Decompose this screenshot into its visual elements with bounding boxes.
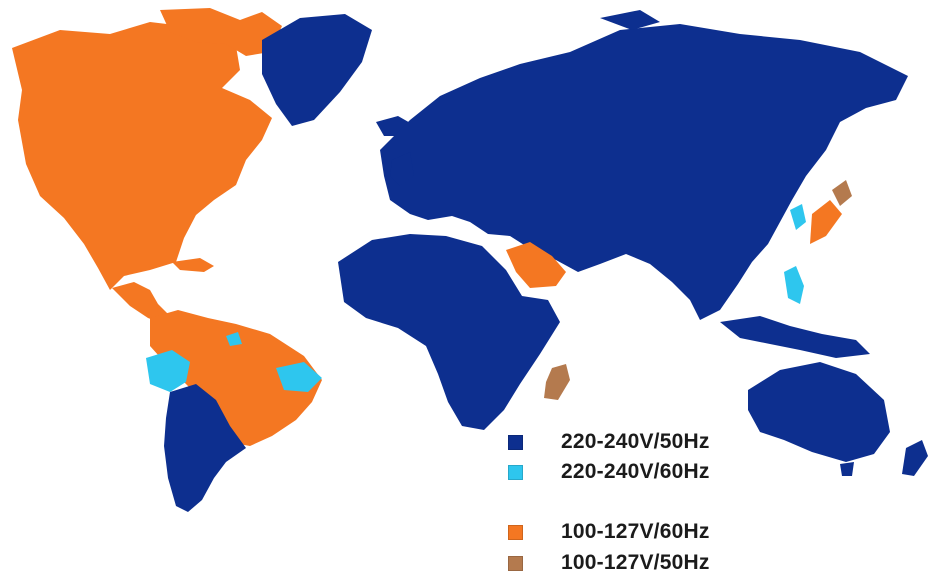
region-south-america-cyan-west <box>146 350 190 392</box>
region-tasmania <box>840 462 854 476</box>
legend-item: 220-240V/50Hz <box>508 427 710 457</box>
region-greenland <box>262 14 372 126</box>
region-south-america-north <box>150 310 322 446</box>
region-africa <box>338 234 560 430</box>
legend-label: 220-240V/50Hz <box>561 430 710 453</box>
region-south-america-cyan-east <box>276 362 322 392</box>
region-indonesia <box>720 316 870 358</box>
region-caribbean <box>172 258 214 272</box>
region-madagascar <box>544 364 570 400</box>
region-eurasia <box>380 24 908 320</box>
legend-swatch-icon <box>508 434 523 450</box>
legend-swatch-icon <box>508 555 523 571</box>
region-new-zealand <box>902 440 928 476</box>
region-south-america-cyan-north <box>226 332 242 346</box>
region-arctic-russia <box>600 10 660 30</box>
legend-item: 220-240V/60Hz <box>508 457 710 487</box>
legend-label: 100-127V/60Hz <box>561 520 710 543</box>
region-japan-north <box>832 180 852 206</box>
legend-label: 220-240V/60Hz <box>561 460 710 483</box>
region-north-america <box>12 22 272 290</box>
legend-swatch-icon <box>508 524 523 540</box>
legend-swatch-icon <box>508 464 523 480</box>
region-british-isles <box>390 152 414 186</box>
legend: 220-240V/50Hz 220-240V/60Hz 100-127V/60H… <box>508 426 808 576</box>
region-japan-south <box>810 200 842 244</box>
region-central-america <box>112 282 170 324</box>
region-korea <box>790 204 806 230</box>
region-australia <box>748 362 890 462</box>
region-arctic-islands <box>160 8 282 56</box>
region-south-america-south <box>164 384 246 512</box>
region-arabian-peninsula <box>506 242 566 288</box>
legend-label: 100-127V/50Hz <box>561 551 710 574</box>
region-philippines <box>784 266 804 304</box>
legend-item: 100-127V/60Hz <box>508 517 710 547</box>
legend-item: 100-127V/50Hz <box>508 548 710 578</box>
